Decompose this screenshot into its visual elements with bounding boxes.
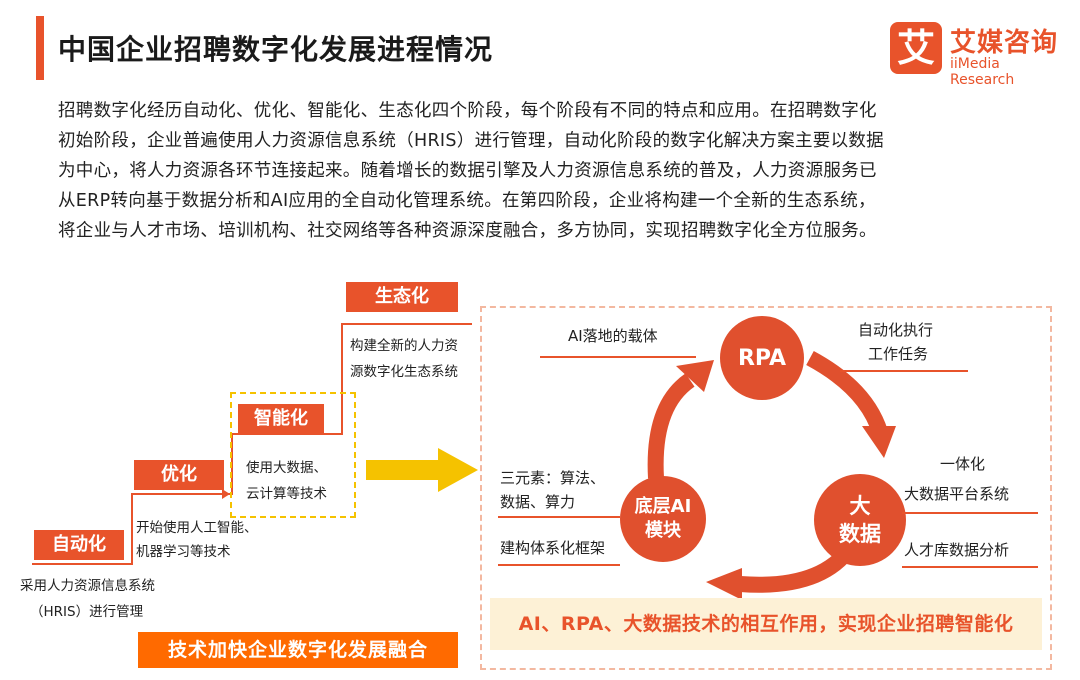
- stage-intelligence-desc: 云计算等技术: [246, 486, 327, 502]
- rpa-left-underline: [540, 356, 696, 358]
- bigdata-top-note: 一体化: [940, 455, 986, 473]
- stage-intelligence-label: 智能化: [238, 404, 324, 434]
- stage-ecology-label: 生态化: [346, 282, 458, 312]
- staircase-path: [32, 323, 472, 565]
- title-accent-bar: [36, 16, 44, 80]
- cycle-arrow-rpa-to-bigdata: [806, 350, 888, 435]
- stage-optimization-desc: 机器学习等技术: [136, 544, 231, 560]
- ai-node-label: 模块: [645, 520, 681, 541]
- intro-line: 招聘数字化经历自动化、优化、智能化、生态化四个阶段，每个阶段有不同的特点和应用。…: [58, 101, 877, 121]
- rpa-left-note: AI落地的载体: [568, 327, 658, 345]
- stage-optimization-desc: 开始使用人工智能、: [136, 520, 258, 536]
- rpa-node: RPA: [720, 316, 804, 400]
- intro-line: 将企业与人才市场、培训机构、社交网络等各种资源深度融合，多方协同，实现招聘数字化…: [58, 221, 877, 241]
- arrow-right-icon: [366, 448, 478, 492]
- ai-module-node: 底层AI 模块: [620, 476, 706, 562]
- page-title: 中国企业招聘数字化发展进程情况: [58, 33, 494, 66]
- rpa-right-note: 工作任务: [868, 345, 929, 363]
- bigdata-top-underline: [902, 512, 1038, 514]
- stage-intelligence-desc: 使用大数据、: [246, 460, 327, 476]
- bigdata-node: 大 数据: [814, 474, 906, 566]
- logo-english-name: iiMedia Research: [950, 56, 1015, 88]
- stage-ecology-desc: 构建全新的人力资: [350, 338, 458, 354]
- stage-arrowhead: [222, 489, 230, 499]
- logo-chinese-name: 艾媒咨询: [950, 28, 1059, 58]
- ai-top-note: 三元素：算法、: [500, 469, 606, 487]
- intro-line: 初始阶段，企业普遍使用人力资源信息系统（HRIS）进行管理，自动化阶段的数字化解…: [58, 131, 884, 151]
- bigdata-node-label: 大: [849, 494, 871, 518]
- intro-line: 从ERP转向基于数据分析和AI应用的全自动化管理系统。在第四阶段，企业将构建一个…: [58, 191, 876, 211]
- bigdata-top-note: 大数据平台系统: [904, 485, 1010, 503]
- bigdata-bottom-underline: [902, 566, 1038, 568]
- tech-cycle-panel: [480, 306, 1052, 670]
- cycle-arrow-ai-to-rpa: [647, 373, 695, 479]
- stage-automation-desc: （HRIS）进行管理: [30, 604, 144, 620]
- stage-automation-desc: 采用人力资源信息系统: [20, 578, 155, 594]
- bottom-banner: 技术加快企业数字化发展融合: [138, 632, 458, 668]
- ai-bottom-underline: [498, 564, 620, 566]
- iimedia-logo: 艾 艾媒咨询 iiMedia Research: [890, 14, 1066, 88]
- rpa-node-label: RPA: [737, 345, 787, 371]
- logo-mark: 艾: [890, 22, 942, 74]
- intro-line: 为中心，将人力资源各环节连接起来。随着增长的数据引擎及人力资源信息系统的普及，人…: [58, 161, 877, 181]
- rpa-right-note: 自动化执行: [858, 321, 934, 339]
- intro-paragraph: 招聘数字化经历自动化、优化、智能化、生态化四个阶段，每个阶段有不同的特点和应用。…: [58, 96, 1058, 246]
- stage-optimization-label: 优化: [134, 460, 224, 490]
- ai-top-note: 数据、算力: [500, 493, 576, 511]
- ai-node-label: 底层AI: [634, 496, 692, 517]
- intelligence-highlight-box: [230, 392, 356, 518]
- ai-bottom-note: 建构体系化框架: [500, 539, 606, 557]
- bigdata-bottom-note: 人才库数据分析: [904, 541, 1010, 559]
- stage-ecology-desc: 源数字化生态系统: [350, 364, 458, 380]
- conclusion-banner: AI、RPA、大数据技术的相互作用，实现企业招聘智能化: [490, 598, 1042, 650]
- rpa-right-underline: [840, 370, 968, 372]
- bigdata-node-label: 数据: [839, 522, 881, 546]
- stage-automation-label: 自动化: [34, 530, 124, 560]
- ai-top-underline: [498, 516, 620, 518]
